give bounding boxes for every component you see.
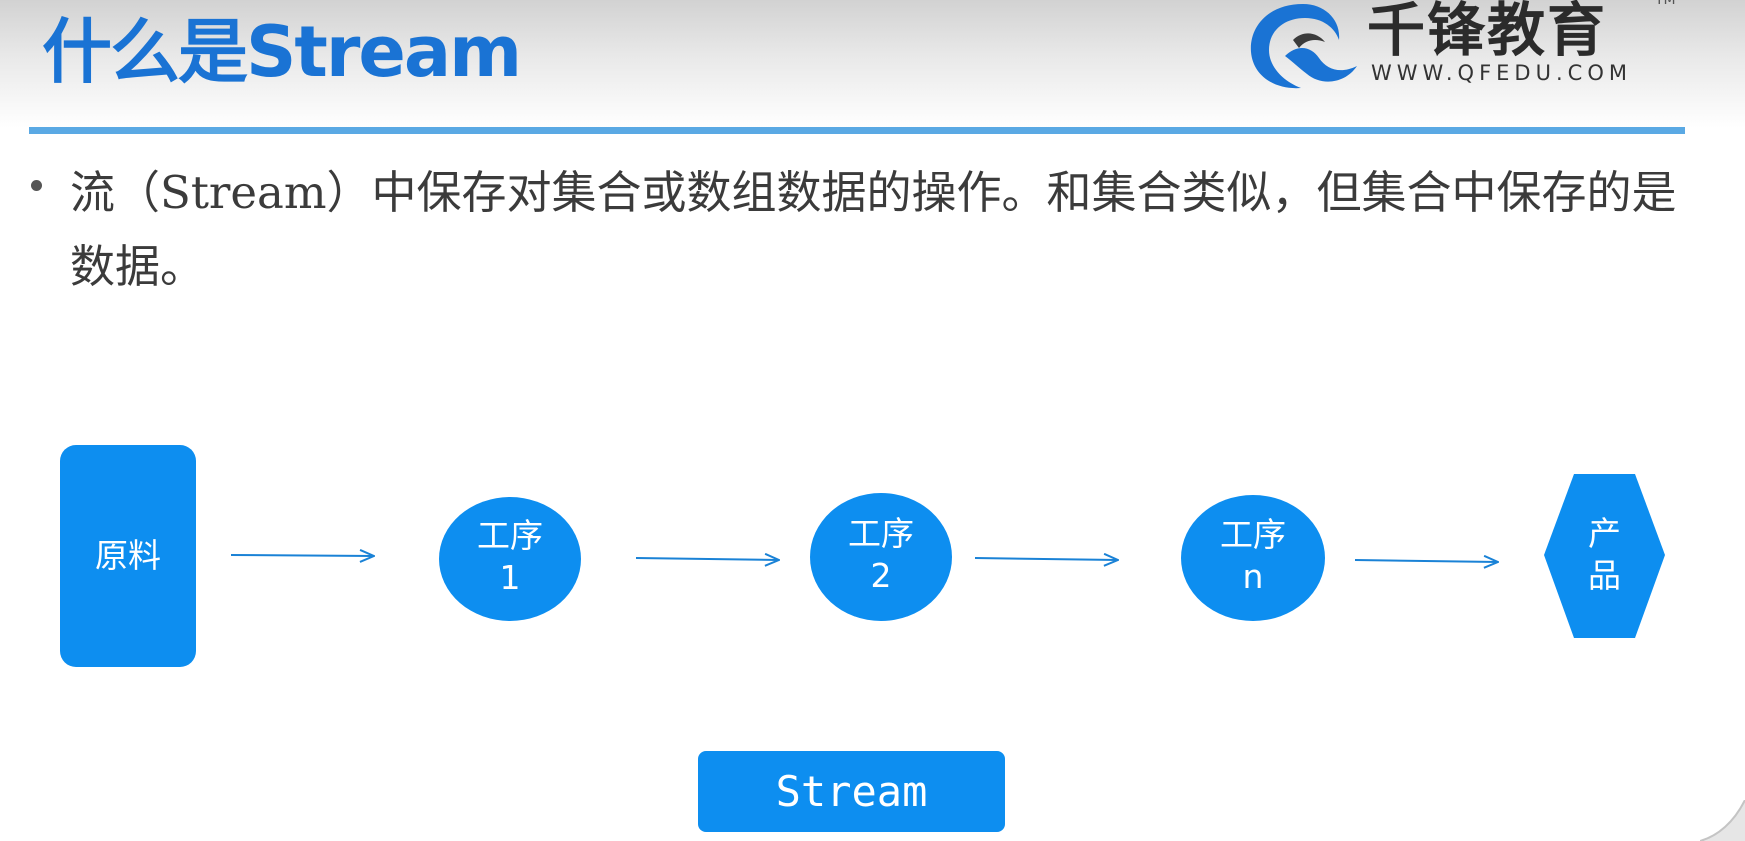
product-label-line1: 产 (1588, 514, 1621, 553)
step-n-number: n (1242, 557, 1264, 596)
step-1-label: 工序 1 (439, 515, 581, 599)
product-label-line2: 品 (1588, 556, 1621, 595)
slide-title: 什么是Stream (42, 11, 522, 93)
raw-material-label: 原料 (95, 536, 161, 575)
brand-logo: 千锋教育 WWW.QFEDU.COM TM (1245, 0, 1685, 100)
step-1-title: 工序 (477, 516, 543, 555)
step-1-number: 1 (499, 558, 521, 597)
arrow-raw-to-step1 (230, 555, 374, 556)
stream-label: Stream (775, 767, 928, 816)
bullet-marker (31, 180, 42, 191)
step-1-node (439, 497, 581, 621)
step-2-title: 工序 (848, 514, 914, 553)
step-n-label: 工序 n (1181, 514, 1325, 598)
arrow-step2-to-stepn (974, 558, 1118, 560)
raw-material-box (60, 445, 196, 667)
step-2-number: 2 (870, 556, 892, 595)
product-label: 产 品 (1544, 513, 1665, 597)
step-2-node (810, 493, 952, 621)
step-2-label: 工序 2 (810, 513, 952, 597)
logo-trademark: TM (1655, 0, 1676, 8)
product-hexagon (1544, 474, 1665, 638)
logo-mark-icon (1250, 4, 1357, 89)
arrow-stepn-to-product (1354, 560, 1498, 562)
step-n-node (1181, 495, 1325, 621)
bullet-text: 流（Stream）中保存对集合或数组数据的操作。和集合类似，但集合中保存的是数据… (70, 166, 1677, 293)
logo-name: 千锋教育 (1367, 0, 1608, 64)
stream-box: Stream (698, 751, 1005, 832)
title-divider (29, 127, 1685, 134)
slide-header (0, 0, 1745, 128)
logo-url: WWW.QFEDU.COM (1371, 61, 1632, 85)
step-n-title: 工序 (1220, 515, 1286, 554)
page-curl-icon (1700, 800, 1745, 841)
arrow-step1-to-step2 (635, 558, 779, 560)
